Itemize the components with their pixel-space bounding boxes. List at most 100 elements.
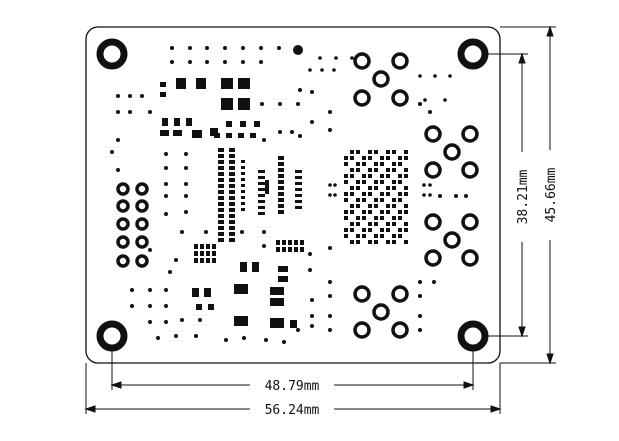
smd-pad bbox=[344, 174, 348, 178]
via bbox=[194, 334, 198, 338]
smd-pad bbox=[206, 251, 210, 256]
smd-pad bbox=[176, 78, 186, 89]
via bbox=[130, 304, 134, 308]
fiducial bbox=[293, 45, 303, 55]
smd-pad bbox=[218, 172, 224, 176]
smd-pad bbox=[226, 133, 232, 138]
smd-pad bbox=[240, 262, 247, 272]
smd-pad bbox=[278, 266, 288, 272]
smd-pad bbox=[404, 156, 408, 160]
smd-pad bbox=[206, 244, 210, 249]
smd-pad bbox=[196, 304, 202, 310]
smd-pad bbox=[218, 238, 224, 242]
smd-pad bbox=[241, 208, 245, 211]
via bbox=[164, 212, 168, 216]
smd-pad bbox=[362, 180, 366, 184]
smd-pad bbox=[238, 133, 244, 138]
smd-pad bbox=[392, 204, 396, 208]
smd-pad bbox=[356, 216, 360, 220]
smd-pad bbox=[218, 196, 224, 200]
smd-pad bbox=[386, 156, 390, 160]
smd-pad bbox=[295, 206, 302, 209]
smd-pad bbox=[258, 206, 265, 209]
smd-pad bbox=[350, 240, 354, 244]
smd-pad bbox=[258, 176, 265, 179]
via bbox=[262, 230, 266, 234]
board-outline bbox=[85, 26, 501, 364]
smd-pad bbox=[278, 204, 284, 208]
smd-pad bbox=[252, 262, 259, 272]
smd-pad bbox=[362, 210, 366, 214]
via bbox=[308, 268, 312, 272]
smd-pad bbox=[238, 98, 250, 110]
smd-pad bbox=[386, 240, 390, 244]
smd-pad bbox=[404, 186, 408, 190]
smd-pad bbox=[241, 184, 245, 187]
smd-pad bbox=[218, 160, 224, 164]
smd-pad bbox=[258, 170, 265, 173]
smd-pad bbox=[278, 186, 284, 190]
smd-pad bbox=[282, 240, 286, 245]
smd-pad bbox=[392, 222, 396, 226]
via bbox=[184, 166, 188, 170]
via bbox=[170, 46, 174, 50]
smd-pad bbox=[218, 154, 224, 158]
smd-pad bbox=[229, 154, 235, 158]
smd-pad bbox=[212, 258, 216, 263]
smd-pad bbox=[386, 222, 390, 226]
smd-pad bbox=[362, 234, 366, 238]
smd-pad bbox=[200, 258, 204, 263]
via bbox=[164, 320, 168, 324]
via bbox=[308, 68, 312, 72]
via bbox=[328, 314, 332, 318]
smd-pad bbox=[212, 251, 216, 256]
via bbox=[184, 182, 188, 186]
via bbox=[333, 183, 337, 187]
smd-pad bbox=[356, 222, 360, 226]
smd-pad bbox=[344, 192, 348, 196]
smd-pad bbox=[356, 162, 360, 166]
via bbox=[198, 318, 202, 322]
via bbox=[174, 334, 178, 338]
smd-pad bbox=[294, 240, 298, 245]
dim-board-height: 45.66mm bbox=[544, 167, 559, 222]
smd-pad bbox=[288, 247, 292, 252]
via bbox=[454, 194, 458, 198]
smd-pad bbox=[374, 240, 378, 244]
via bbox=[262, 138, 266, 142]
smd-pad bbox=[386, 150, 390, 154]
smd-pad bbox=[398, 234, 402, 238]
smd-pad bbox=[380, 216, 384, 220]
via bbox=[298, 134, 302, 138]
via bbox=[262, 244, 266, 248]
smd-pad bbox=[392, 198, 396, 202]
smd-pad bbox=[212, 244, 216, 249]
smd-pad bbox=[392, 186, 396, 190]
via bbox=[148, 288, 152, 292]
smd-pad bbox=[362, 192, 366, 196]
via bbox=[184, 194, 188, 198]
smd-pad bbox=[258, 200, 265, 203]
smd-pad bbox=[278, 174, 284, 178]
smd-pad bbox=[392, 168, 396, 172]
smd-pads bbox=[160, 78, 408, 328]
dim-board-width: 56.24mm bbox=[265, 403, 320, 418]
via bbox=[174, 258, 178, 262]
via bbox=[310, 324, 314, 328]
via bbox=[188, 60, 192, 64]
smd-pad bbox=[278, 168, 284, 172]
smd-pad bbox=[218, 226, 224, 230]
mounting-hole-top-right bbox=[457, 38, 489, 70]
smd-pad bbox=[218, 148, 224, 152]
via bbox=[260, 102, 264, 106]
smd-pad bbox=[350, 192, 354, 196]
via bbox=[164, 288, 168, 292]
via bbox=[423, 98, 427, 102]
via bbox=[296, 328, 300, 332]
smd-pad bbox=[229, 178, 235, 182]
smd-pad bbox=[344, 216, 348, 220]
smd-pad bbox=[160, 130, 169, 136]
smd-pad bbox=[380, 210, 384, 214]
via bbox=[328, 280, 332, 284]
